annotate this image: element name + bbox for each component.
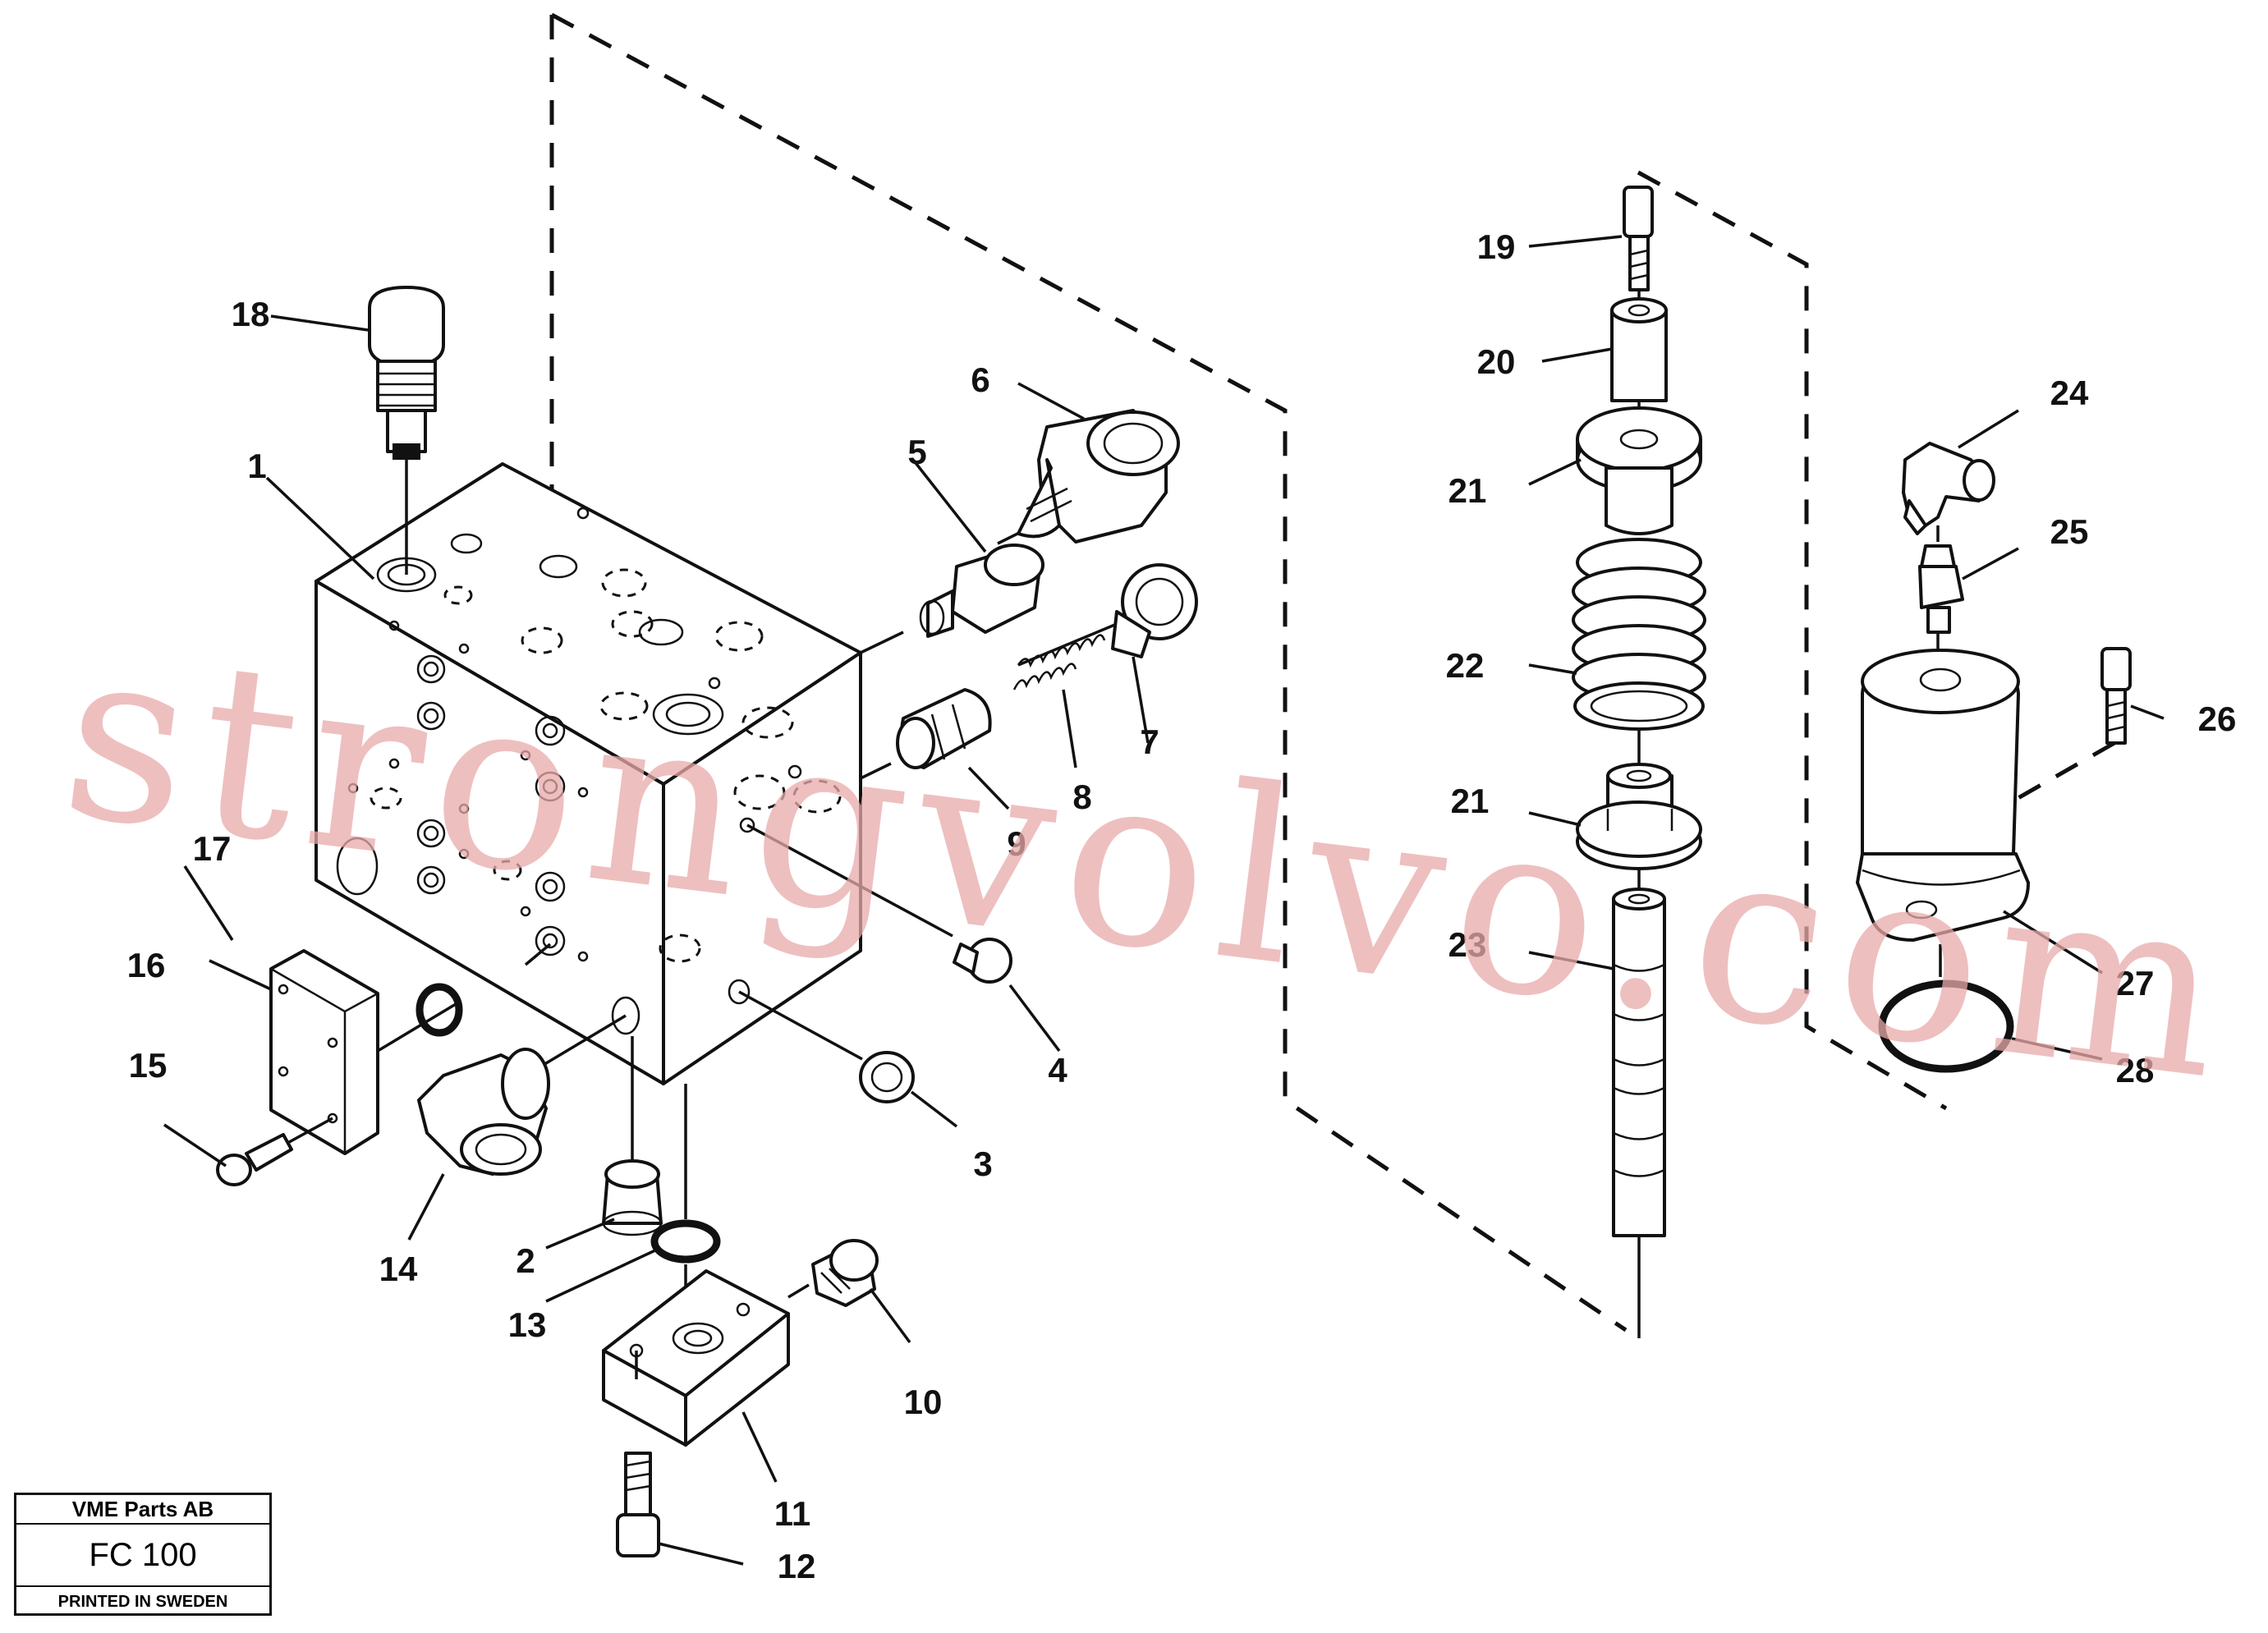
relief-cartridge: [368, 286, 445, 575]
callout-16: 16: [127, 946, 166, 984]
callout-labels: 18 1 5 6 7 8 9 4 3 17 16 15 14 2 13 10 1…: [127, 227, 2237, 1585]
callout-12: 12: [778, 1547, 816, 1585]
callout-6: 6: [971, 360, 989, 399]
callout-7: 7: [1140, 722, 1159, 761]
part-12-screw: [616, 1351, 660, 1557]
part-5-nipple: [919, 544, 1044, 638]
part-15-screw: [216, 1117, 333, 1186]
callout-27: 27: [2116, 964, 2155, 1002]
callout-3: 3: [973, 1144, 992, 1183]
part-27-filter-housing: [1856, 649, 2030, 942]
part-25-nipple: [1918, 525, 1964, 665]
part-7-plug: [1017, 563, 1198, 667]
callout-26: 26: [2198, 700, 2237, 738]
part-10-fitting: [787, 1239, 879, 1307]
callout-11: 11: [774, 1494, 810, 1533]
callout-13: 13: [508, 1305, 547, 1344]
callout-25: 25: [2050, 512, 2089, 551]
callout-10: 10: [904, 1383, 943, 1421]
callout-19: 19: [1477, 227, 1516, 266]
part-14-elbow: [417, 1014, 627, 1176]
part-26-screw: [2100, 647, 2132, 745]
callout-28: 28: [2116, 1051, 2155, 1089]
title-block-company: VME Parts AB: [16, 1495, 269, 1525]
title-block-printed: PRINTED IN SWEDEN: [57, 1593, 228, 1611]
part-24-elbow-fitting: [1902, 442, 1995, 535]
part-20-sleeve: [1610, 290, 1668, 402]
part-13-oring: [650, 1084, 721, 1289]
valve-block: [314, 462, 862, 1085]
callout-18: 18: [232, 295, 270, 333]
callout-23: 23: [1448, 925, 1487, 964]
part-19-screw: [1623, 186, 1654, 291]
part-4-plug: [746, 823, 1012, 984]
part-17-oring: [377, 943, 552, 1053]
callout-21-lower: 21: [1451, 782, 1490, 820]
callout-21-upper: 21: [1448, 471, 1487, 510]
part-3-plug: [738, 990, 915, 1103]
part-2-plug: [602, 1036, 663, 1236]
callout-14: 14: [379, 1250, 418, 1288]
callout-2: 2: [516, 1241, 535, 1280]
callout-20: 20: [1477, 342, 1516, 381]
part-21-lower-seat: [1576, 731, 1702, 870]
part-23-spool: [1612, 869, 1666, 1338]
part-22-spring: [1572, 538, 1706, 731]
callout-15: 15: [129, 1046, 168, 1085]
part-28-oring: [1878, 944, 2014, 1073]
callout-17: 17: [193, 829, 232, 868]
part-9-spool: [860, 688, 992, 780]
leader-lines: [163, 235, 2165, 1566]
title-block: VME Parts AB FC 100 PRINTED IN SWEDEN: [14, 1493, 272, 1616]
callout-22: 22: [1446, 646, 1485, 685]
callout-4: 4: [1048, 1051, 1067, 1089]
part-21-upper-seat: [1576, 401, 1702, 535]
part-6-adapter: [860, 409, 1180, 654]
callout-9: 9: [1007, 824, 1026, 863]
callout-24: 24: [2050, 374, 2089, 412]
part-8-spring: [1012, 634, 1106, 690]
callout-8: 8: [1072, 778, 1091, 816]
part-16-cover-plate: [269, 949, 379, 1155]
part-11-block: [602, 1269, 790, 1447]
callout-1: 1: [247, 447, 266, 485]
title-block-code: FC 100: [16, 1525, 269, 1587]
callout-5: 5: [907, 433, 926, 471]
